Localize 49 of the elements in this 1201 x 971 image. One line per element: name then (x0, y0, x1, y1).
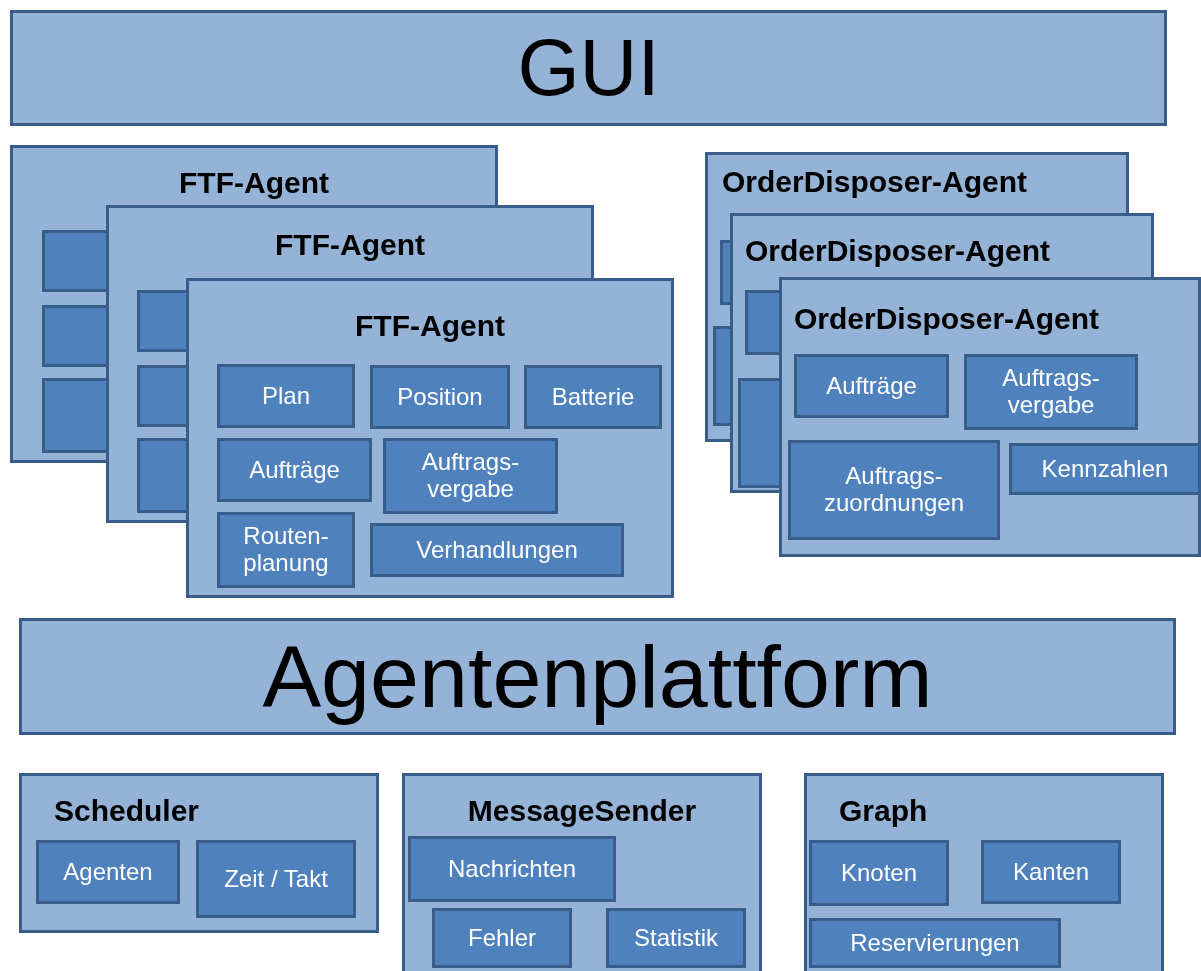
card-title: MessageSender (467, 794, 697, 827)
module-box: Agenten (36, 840, 180, 904)
card-title: FTF-Agent (355, 309, 505, 342)
component-card (402, 773, 762, 971)
module-box: Knoten (809, 840, 949, 906)
card-title: Graph (839, 794, 928, 827)
module-box: Kennzahlen (1009, 443, 1201, 495)
component-card (730, 213, 1154, 277)
component-card (10, 145, 498, 205)
card-title: OrderDisposer-Agent (722, 165, 1028, 198)
component-card (19, 773, 379, 933)
module-box: Nachrichten (408, 836, 616, 902)
module-box (745, 290, 779, 355)
card-title: Scheduler (54, 794, 200, 827)
module-box: Plan (217, 364, 355, 428)
module-box: Aufträge (217, 438, 372, 502)
component-card (106, 205, 594, 278)
component-card (705, 152, 1129, 213)
module-box (137, 365, 186, 427)
module-box (720, 240, 731, 305)
module-box: Kanten (981, 840, 1121, 904)
module-box: Auftrags- zuordnungen (788, 440, 1000, 540)
module-box (137, 438, 186, 513)
layer-banner: GUI (10, 10, 1167, 126)
module-box: Batterie (524, 365, 662, 429)
card-title: OrderDisposer-Agent (794, 302, 1100, 335)
card-title: FTF-Agent (275, 228, 425, 261)
module-box: Statistik (606, 908, 746, 968)
module-box: Fehler (432, 908, 572, 968)
module-box (713, 326, 730, 426)
layer-banner: Agentenplattform (19, 618, 1176, 735)
module-box: Zeit / Takt (196, 840, 356, 918)
module-box (42, 230, 106, 292)
module-box (738, 378, 779, 488)
module-box (42, 305, 106, 367)
component-card (779, 277, 1201, 557)
component-card (186, 278, 674, 598)
module-box (42, 378, 106, 453)
module-box: Position (370, 365, 510, 429)
module-box (137, 290, 186, 352)
card-title: OrderDisposer-Agent (745, 234, 1051, 267)
module-box: Reservierungen (809, 918, 1061, 968)
module-box: Auftrags- vergabe (383, 438, 558, 514)
card-title: FTF-Agent (179, 166, 329, 199)
module-box: Verhandlungen (370, 523, 624, 577)
module-box: Auftrags- vergabe (964, 354, 1138, 430)
module-box: Aufträge (794, 354, 949, 418)
module-box: Routen- planung (217, 512, 355, 588)
component-card (804, 773, 1164, 971)
